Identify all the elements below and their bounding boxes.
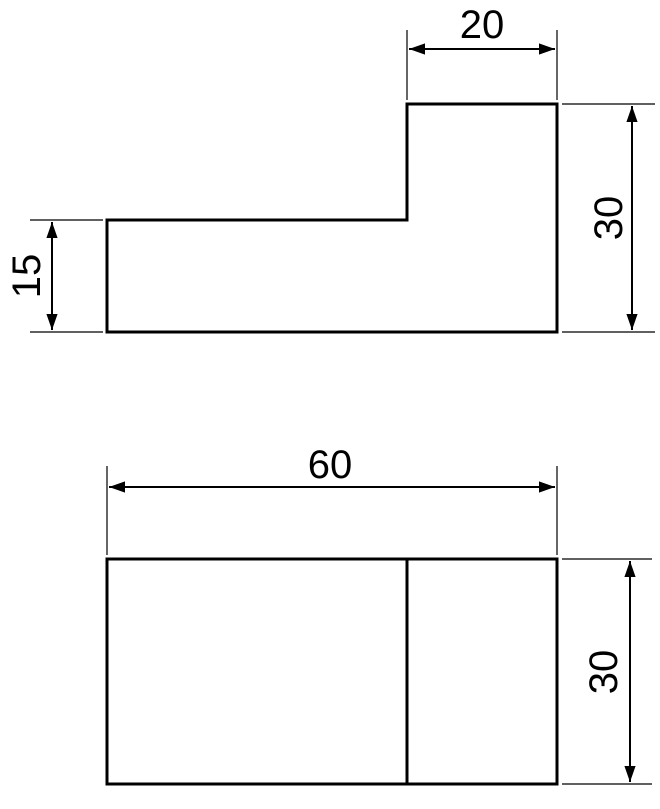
dimension-label-30-upper: 30 xyxy=(587,196,631,241)
plan-view: 60 30 xyxy=(105,443,652,786)
side-view: 20 30 15 xyxy=(5,3,655,334)
plan-outline xyxy=(105,557,559,786)
dimension-label-15: 15 xyxy=(5,254,49,299)
dimension-label-20: 20 xyxy=(460,3,505,47)
l-shape-outline xyxy=(105,102,559,334)
dimension-label-60: 60 xyxy=(308,443,353,487)
dimension-label-30-lower: 30 xyxy=(582,650,626,695)
